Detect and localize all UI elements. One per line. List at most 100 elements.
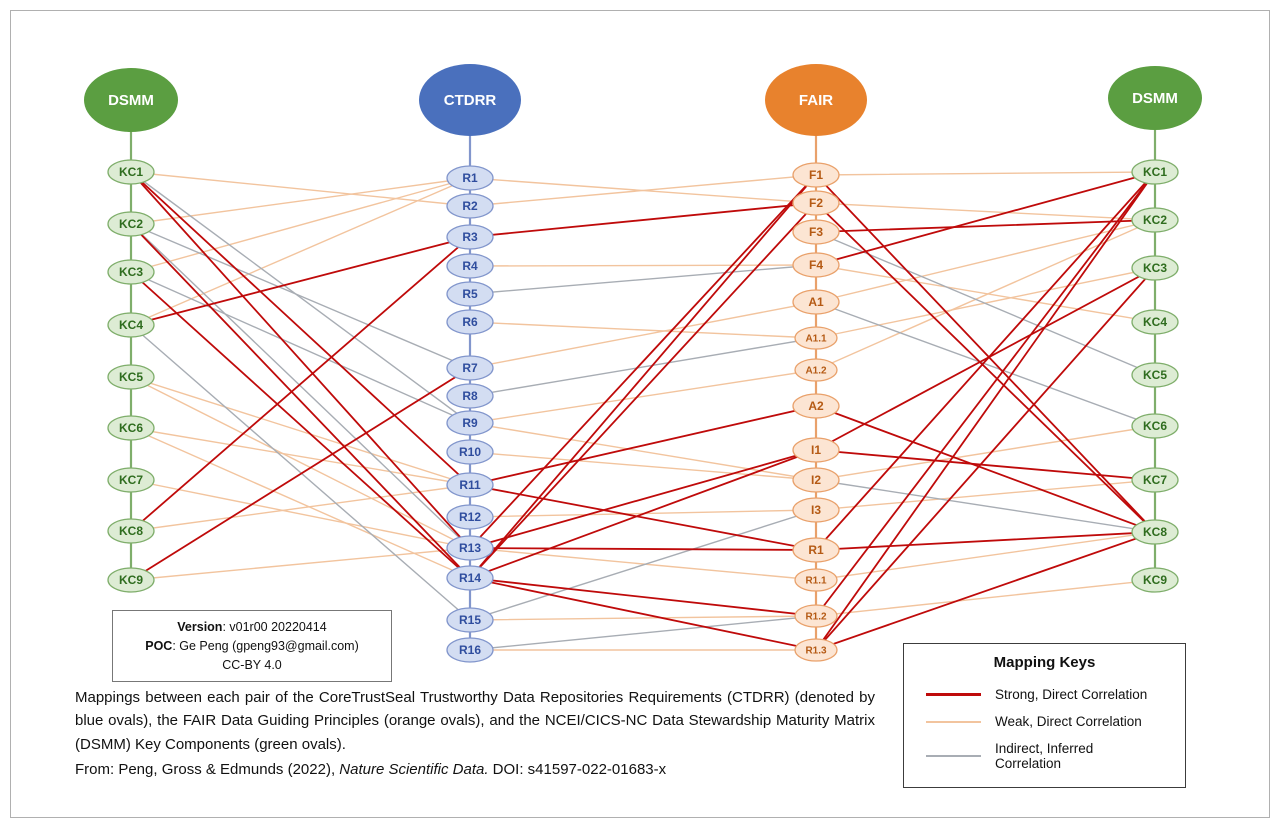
edge-weak: [815, 425, 1156, 481]
edge-indirect: [815, 301, 1156, 427]
edge-strong: [815, 405, 1156, 533]
node-ctdrr-R11: R11: [446, 472, 494, 498]
node-ctdrr-R9: R9: [446, 410, 494, 436]
column-header-ctdrr: CTDRR: [419, 64, 521, 136]
edge-indirect: [130, 223, 471, 369]
edge-weak: [130, 376, 471, 549]
edge-strong: [815, 267, 1156, 451]
edge-weak: [815, 531, 1156, 581]
edge-strong: [815, 267, 1156, 651]
version-value: : v01r00 20220414: [222, 620, 327, 634]
license-line: CC-BY 4.0: [222, 657, 282, 672]
caption-source-journal: Nature Scientific Data.: [339, 760, 489, 778]
node-label: R14: [459, 571, 481, 585]
node-fair-I1: I1: [792, 437, 840, 463]
node-dsmm-right-KC3: KC3: [1131, 255, 1179, 281]
poc-line: POC: Ge Peng (gpeng93@gmail.com): [119, 637, 385, 656]
edge-strong: [815, 171, 1156, 266]
edge-weak: [130, 171, 471, 207]
node-fair-F2: F2: [792, 190, 840, 216]
edge-weak: [130, 479, 471, 549]
edge-weak: [815, 579, 1156, 617]
edge-strong: [469, 405, 817, 486]
edge-strong: [469, 174, 817, 579]
edge-strong: [815, 202, 1156, 533]
node-label: KC7: [119, 473, 143, 487]
edge-indirect: [130, 324, 471, 621]
node-label: KC4: [119, 318, 143, 332]
edge-indirect: [130, 171, 471, 424]
node-fair-A1.2: A1.2: [794, 358, 838, 382]
edge-weak: [130, 177, 471, 225]
node-label: R8: [462, 389, 478, 403]
caption-text: Mappings between each pair of the CoreTr…: [75, 689, 875, 753]
edge-weak: [130, 427, 471, 486]
node-dsmm-right-KC6: KC6: [1131, 413, 1179, 439]
node-label: R16: [459, 643, 481, 657]
edge-strong: [815, 171, 1156, 651]
node-fair-F1: F1: [792, 162, 840, 188]
poc-value: : Ge Peng (gpeng93@gmail.com): [172, 638, 359, 653]
edge-strong: [469, 577, 817, 617]
node-label: KC5: [119, 370, 143, 384]
edge-indirect: [815, 231, 1156, 376]
edge-strong: [815, 171, 1156, 617]
edge-strong: [815, 219, 1156, 233]
node-label: A2: [808, 399, 824, 413]
node-label: I2: [811, 473, 821, 487]
legend-item-indirect: Indirect, Inferred Correlation: [904, 735, 1185, 777]
node-fair-F3: F3: [792, 219, 840, 245]
node-label: R15: [459, 613, 481, 627]
edge-strong: [130, 271, 471, 579]
column-header-label: DSMM: [1132, 90, 1178, 107]
node-dsmm-left-KC4: KC4: [107, 312, 155, 338]
node-fair-R1.3: R1.3: [794, 638, 838, 662]
node-label: R9: [462, 416, 478, 430]
node-ctdrr-R5: R5: [446, 281, 494, 307]
edge-indirect: [469, 509, 817, 621]
edge-strong: [815, 531, 1156, 651]
figure-caption: Mappings between each pair of the CoreTr…: [75, 686, 875, 781]
column-header-dsmm-left: DSMM: [84, 68, 178, 132]
column-header-dsmm-right: DSMM: [1108, 66, 1202, 130]
node-ctdrr-R16: R16: [446, 637, 494, 663]
node-dsmm-right-KC9: KC9: [1131, 567, 1179, 593]
caption-source-prefix: From: Peng, Gross & Edmunds (2022),: [75, 760, 340, 778]
node-label: KC2: [1143, 213, 1167, 227]
node-fair-R1: R1: [792, 537, 840, 563]
node-label: R10: [459, 445, 481, 459]
node-label: R13: [459, 541, 481, 555]
node-label: KC7: [1143, 473, 1167, 487]
edge-strong: [815, 531, 1156, 551]
node-label: KC5: [1143, 368, 1167, 382]
edge-weak: [469, 174, 817, 207]
edge-strong: [469, 484, 817, 551]
edge-strong: [469, 449, 817, 549]
caption-source: From: Peng, Gross & Edmunds (2022), Natu…: [75, 758, 875, 781]
version-label: Version: [177, 620, 223, 634]
node-fair-A1.1: A1.1: [794, 326, 838, 350]
node-dsmm-right-KC8: KC8: [1131, 519, 1179, 545]
node-label: A1.2: [805, 366, 827, 377]
strong-line-sample: [926, 693, 981, 696]
column-header-label: CTDRR: [444, 92, 497, 109]
edge-weak: [130, 177, 471, 326]
edge-weak: [815, 479, 1156, 511]
edge-indirect: [130, 271, 471, 424]
edge-weak: [130, 427, 471, 579]
node-dsmm-right-KC7: KC7: [1131, 467, 1179, 493]
node-label: KC4: [1143, 315, 1167, 329]
node-fair-I3: I3: [792, 497, 840, 523]
node-label: F1: [809, 168, 823, 182]
node-label: I1: [811, 443, 821, 457]
node-label: R3: [462, 230, 478, 244]
node-ctdrr-R3: R3: [446, 224, 494, 250]
node-label: KC8: [119, 524, 143, 538]
node-label: KC3: [1143, 261, 1167, 275]
node-ctdrr-R2: R2: [446, 193, 494, 219]
node-dsmm-right-KC1: KC1: [1131, 159, 1179, 185]
edge-weak: [469, 301, 817, 369]
edge-strong: [130, 236, 471, 326]
node-dsmm-left-KC8: KC8: [107, 518, 155, 544]
node-ctdrr-R8: R8: [446, 383, 494, 409]
